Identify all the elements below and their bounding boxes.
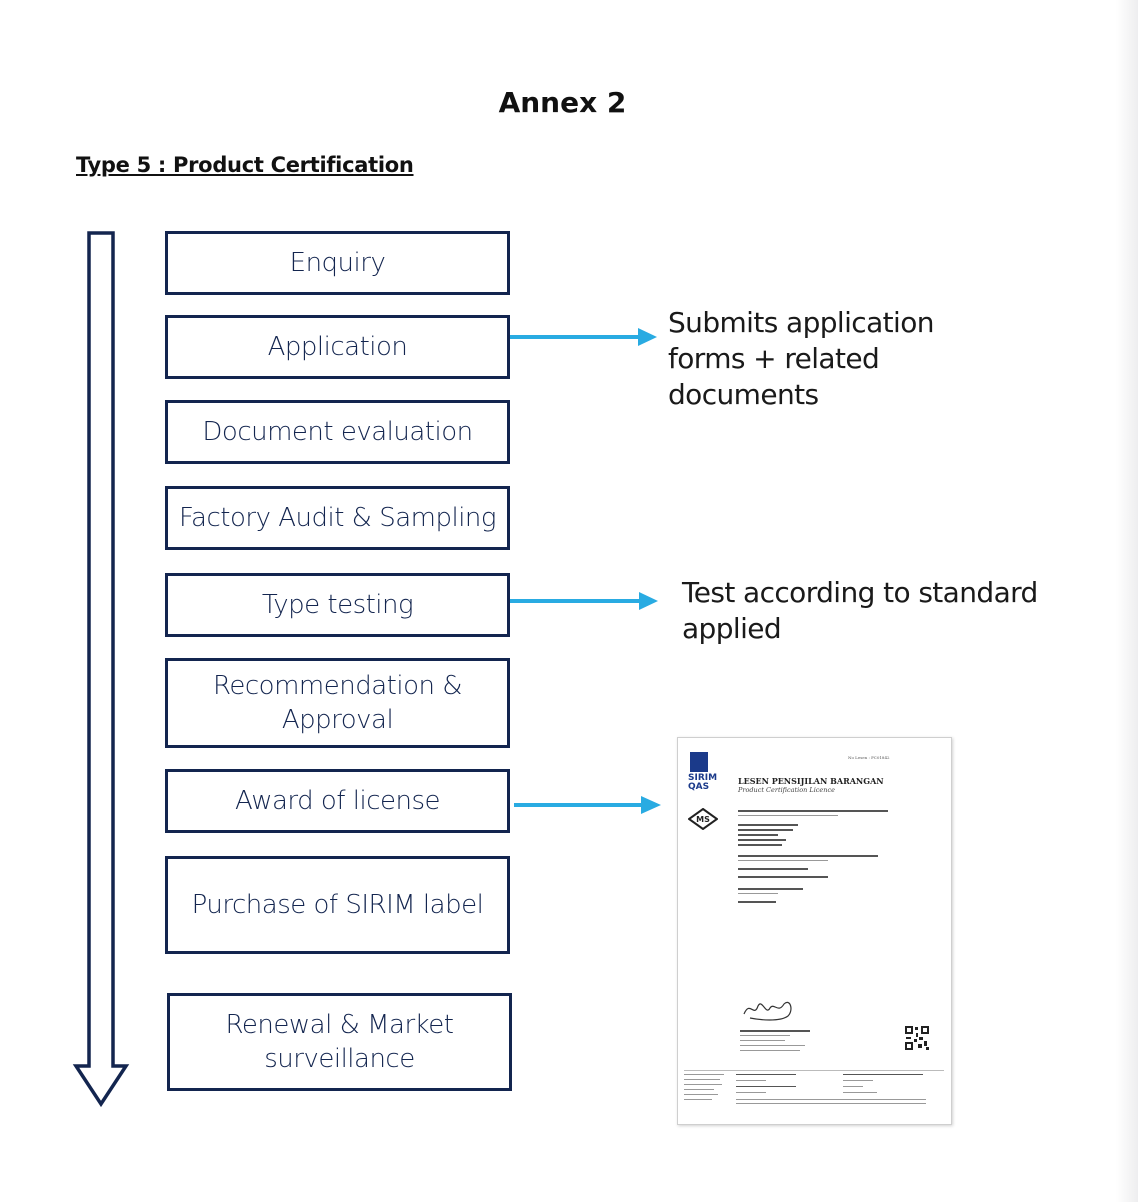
testing-connector-arrow [510, 592, 658, 610]
certificate-heading: LESEN PENSIJILAN BARANGAN [738, 776, 884, 786]
step-type-testing: Type testing [165, 573, 510, 637]
process-flow-down-arrow-icon [72, 231, 130, 1108]
license-connector-arrow [514, 796, 661, 814]
svg-text:MS: MS [696, 815, 710, 824]
step-award-of-license: Award of license [165, 769, 510, 833]
step-recommendation-approval: Recommendation & Approval [165, 658, 510, 748]
step-application: Application [165, 315, 510, 379]
product-certification-licence-image: SIRIM QAS No Lesen : PC01842 LESEN PENSI… [677, 737, 952, 1125]
step-renewal-surveillance: Renewal & Market surveillance [167, 993, 512, 1091]
qr-code-icon [904, 1025, 930, 1051]
section-subtitle: Type 5 : Product Certification [76, 153, 414, 177]
page-title: Annex 2 [498, 86, 627, 119]
step-factory-audit: Factory Audit & Sampling [165, 486, 510, 550]
application-note: Submits application forms + related docu… [668, 306, 934, 411]
page-edge-shade [1116, 0, 1138, 1202]
application-connector-arrow [510, 328, 657, 346]
step-purchase-sirim-label: Purchase of SIRIM label [165, 856, 510, 954]
step-document-evaluation: Document evaluation [165, 400, 510, 464]
ms-mark-icon: MS [688, 808, 718, 830]
step-enquiry: Enquiry [165, 231, 510, 295]
testing-note: Test according to standard applied [682, 576, 1038, 645]
licence-number: No Lesen : PC01842 [848, 755, 890, 760]
certificate-subheading: Product Certification Licence [738, 786, 835, 794]
sirim-logo-text: SIRIM QAS [688, 773, 718, 792]
signature-icon [743, 1001, 792, 1021]
sirim-logo-icon [690, 752, 708, 772]
